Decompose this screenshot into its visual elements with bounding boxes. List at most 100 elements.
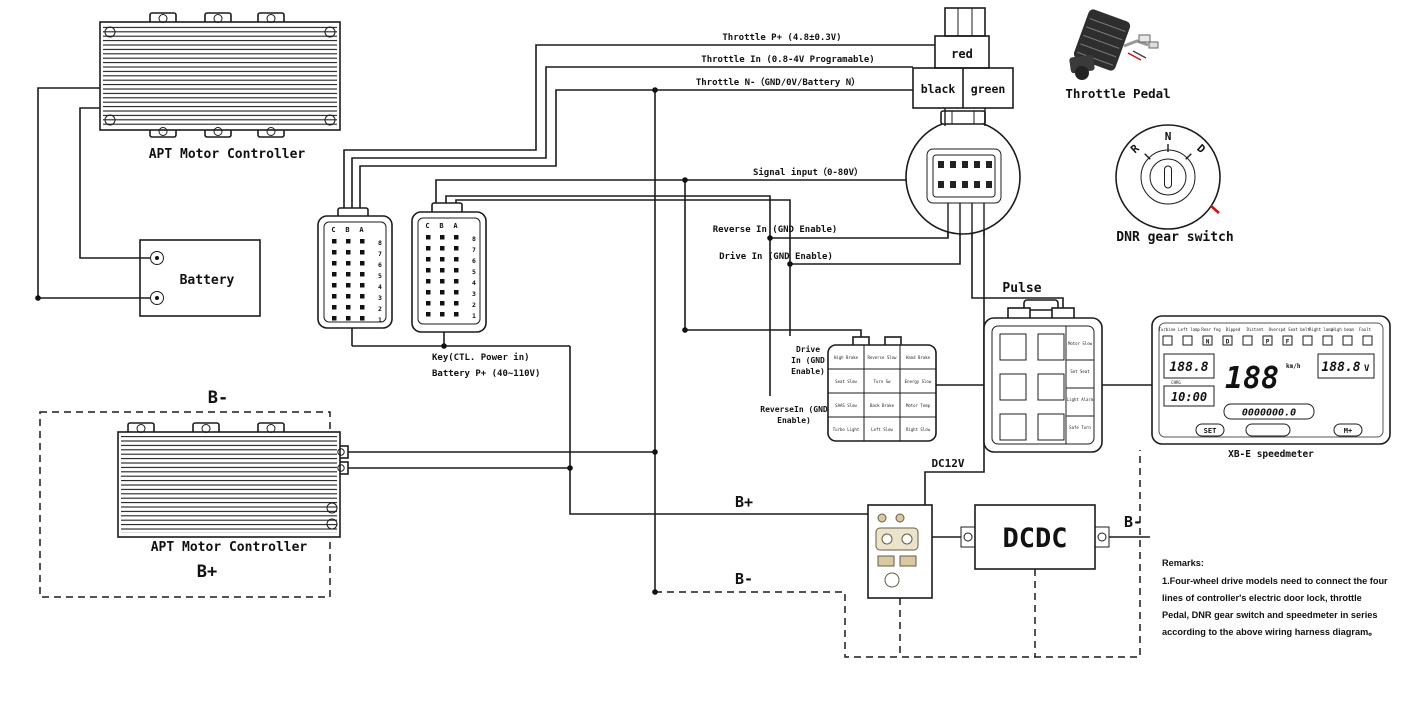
indicator-labels: Turbine Left lamp Rear fog Dipped Distan…: [1159, 327, 1372, 332]
wire-throttle-in: [351, 66, 913, 210]
wire-battery-bplus: [79, 107, 150, 259]
svg-text:ReverseIn (GND: ReverseIn (GND: [760, 405, 828, 414]
wire-signal-input: [435, 179, 908, 206]
lcd-speed-unit: km/h: [1286, 363, 1301, 370]
dnr-caption: DNR gear switch: [1116, 230, 1233, 245]
mode-button[interactable]: [1333, 423, 1363, 437]
pedal-wire-red: [1127, 52, 1142, 61]
pedal-base: [1069, 54, 1095, 74]
svg-text:3: 3: [378, 294, 382, 302]
junction-dots: [35, 87, 793, 595]
throttle-color-box: red black green: [912, 7, 1014, 109]
red-mark: [1210, 205, 1220, 214]
fuse-contactor-box: [867, 504, 933, 599]
svg-text:Drive: Drive: [796, 344, 820, 354]
dc12v-label: DC12V: [931, 457, 964, 470]
key-power-label: Key(CTL. Power in): [432, 352, 530, 363]
svg-text:4: 4: [378, 283, 382, 291]
fuse: [899, 555, 917, 567]
remarks-line: Pedal, DNR gear switch and speedmeter in…: [1162, 610, 1377, 620]
svg-text:Seat Slow: Seat Slow: [835, 379, 857, 384]
dcdc-converter: DCDC: [960, 504, 1110, 570]
svg-text:Turbo Light: Turbo Light: [833, 427, 860, 432]
b-minus-left-label: B-: [208, 388, 228, 408]
svg-text:Overspd: Overspd: [1269, 327, 1286, 332]
lcd-speed: 188: [1225, 361, 1279, 396]
svg-text:Dipped: Dipped: [1226, 327, 1241, 332]
key-slot-icon: [1164, 165, 1172, 189]
controller-bottom-label: APT Motor Controller: [151, 540, 308, 555]
signal-input-label: Signal input（0-80V）: [753, 167, 863, 178]
pedal-grip-lines: [1077, 17, 1126, 66]
connector-pins: [938, 161, 992, 188]
svg-text:Set Seat: Set Seat: [1070, 369, 1090, 374]
remarks-title: Remarks:: [1162, 558, 1204, 568]
round-connector: [905, 108, 1021, 236]
cell-labels: Motor Slow Set Seat Light Alarm Safe Tur…: [1067, 341, 1094, 430]
speedometer: Turbine Left lamp Rear fog Dipped Distan…: [1151, 315, 1391, 460]
svg-text:2: 2: [378, 305, 382, 313]
svg-text:7: 7: [472, 246, 476, 254]
heatsink-fins: [121, 436, 337, 533]
svg-text:Fault: Fault: [1359, 327, 1372, 332]
controller-bottom-bplus: B+: [197, 562, 217, 582]
svg-text:Distant: Distant: [1247, 327, 1264, 332]
drive-in-block-label: Drive In (GND Enable): [791, 344, 825, 376]
connector-leads: [944, 108, 986, 236]
reverse-in-label: Reverse In (GND Enable): [713, 225, 838, 235]
set-button[interactable]: [1195, 423, 1225, 437]
svg-text:8: 8: [472, 235, 476, 243]
pedal-harness: [1123, 39, 1149, 48]
pin-col-label: A: [359, 226, 364, 234]
wire-drive-in: [455, 199, 791, 336]
pin-numbers: 87 65 43 21: [472, 235, 476, 320]
mode-button-label: M+: [1344, 427, 1352, 435]
svg-text:Turn Sw: Turn Sw: [874, 379, 891, 384]
controller-connector-a: C B A 87 65 43 21: [317, 207, 393, 329]
b-plus-mid-label: B+: [735, 493, 753, 511]
svg-text:Turbine: Turbine: [1159, 327, 1176, 332]
fuse: [877, 555, 895, 567]
svg-text:N: N: [1206, 339, 1210, 346]
svg-text:1: 1: [472, 312, 476, 320]
svg-text:Hand Brake: Hand Brake: [906, 355, 931, 360]
wire-throttle-p: [343, 44, 935, 210]
cell-grid: [828, 345, 936, 441]
svg-text:SAAS Slow: SAAS Slow: [835, 403, 857, 408]
gear-ticks: [1144, 144, 1192, 160]
dcdc-b-minus-label: B-: [1124, 513, 1142, 531]
svg-text:6: 6: [378, 261, 382, 269]
black-wire-label: black: [921, 82, 956, 96]
svg-text:High Brake: High Brake: [834, 355, 859, 360]
svg-text:1: 1: [378, 316, 382, 324]
pin-col-label: B: [439, 222, 443, 230]
remarks-line: 1.Four-wheel drive models need to connec…: [1162, 576, 1388, 586]
set-button-label: SET: [1204, 427, 1217, 435]
pin-numbers: 87 65 43 21: [378, 239, 382, 324]
wire-bplus-bus: [569, 346, 868, 515]
pedal-wire-black: [1132, 50, 1147, 59]
wire-reverse-in: [445, 195, 771, 396]
svg-text:In (GND: In (GND: [791, 356, 825, 365]
drive-in-label: Drive In (GND Enable): [719, 251, 833, 262]
wire-dashed-bminus-bus: [655, 450, 1141, 658]
wire-drive-branch: [790, 226, 961, 265]
controller-connector-b: C B A 87 65 43 21: [411, 202, 487, 333]
pulse-label: Pulse: [1002, 281, 1041, 296]
heatsink-fins: [103, 26, 337, 126]
remarks-line: lines of controller's electric door lock…: [1162, 593, 1362, 603]
pin-col-label: A: [453, 222, 458, 230]
contactor: [875, 527, 919, 551]
wire-dashed-bminus-box: [39, 411, 331, 598]
svg-text:Motor Slow: Motor Slow: [1068, 341, 1093, 346]
svg-text:F: F: [1286, 339, 1290, 346]
dnr-gear-switch: R N D DNR gear switch: [1115, 124, 1234, 245]
terminal-squares: [999, 326, 1094, 444]
wiring-layer: [35, 44, 1152, 658]
pedal-connector: [1148, 41, 1159, 49]
controller-top-label: APT Motor Controller: [149, 147, 306, 162]
svg-text:D: D: [1226, 339, 1230, 346]
svg-text:Enable): Enable): [791, 367, 825, 376]
